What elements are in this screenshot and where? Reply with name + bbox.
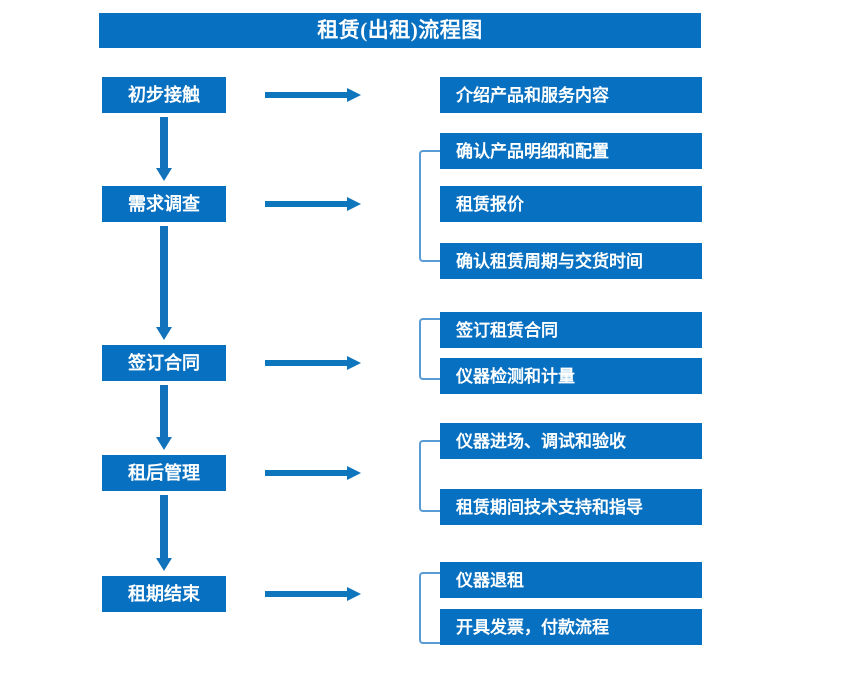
detail-label: 开具发票，付款流程	[456, 617, 609, 637]
stage-label: 租后管理	[128, 463, 200, 483]
detail-box-instrument-return[interactable]: 仪器退租	[440, 562, 702, 598]
group-bracket-rental-end	[419, 572, 440, 644]
stage-box-needs-survey[interactable]: 需求调查	[102, 186, 226, 222]
detail-box-rental-quotation[interactable]: 租赁报价	[440, 186, 702, 222]
detail-label: 仪器退租	[456, 570, 524, 590]
detail-box-introduce-products[interactable]: 介绍产品和服务内容	[440, 77, 702, 113]
detail-box-sign-rental-contract[interactable]: 签订租赁合同	[440, 312, 702, 348]
stage-box-initial-contact[interactable]: 初步接触	[102, 77, 226, 113]
detail-box-confirm-rental-period[interactable]: 确认租赁周期与交货时间	[440, 243, 702, 279]
detail-label: 租赁报价	[456, 194, 524, 214]
right-arrow-icon-3	[265, 356, 361, 370]
stage-box-post-rental-management[interactable]: 租后管理	[102, 455, 226, 491]
detail-label: 确认产品明细和配置	[456, 141, 609, 161]
detail-box-instrument-inspection[interactable]: 仪器检测和计量	[440, 358, 702, 394]
group-bracket-post-rental	[419, 440, 440, 512]
chart-title-text: 租赁(出租)流程图	[317, 18, 483, 42]
right-arrow-icon-4	[265, 466, 361, 480]
right-arrow-icon-5	[265, 587, 361, 601]
detail-label: 介绍产品和服务内容	[456, 85, 609, 105]
detail-box-invoice-payment[interactable]: 开具发票，付款流程	[440, 609, 702, 645]
detail-label: 确认租赁周期与交货时间	[456, 251, 643, 271]
detail-label: 签订租赁合同	[456, 320, 558, 340]
group-bracket-sign-contract	[419, 318, 440, 380]
stage-box-sign-contract[interactable]: 签订合同	[102, 345, 226, 381]
detail-label: 租赁期间技术支持和指导	[456, 497, 643, 517]
right-arrow-icon-1	[265, 88, 361, 102]
group-bracket-needs-survey	[419, 150, 440, 262]
down-arrow-icon-2	[156, 226, 172, 340]
stage-label: 初步接触	[128, 85, 200, 105]
stage-box-rental-end[interactable]: 租期结束	[102, 576, 226, 612]
stage-label: 需求调查	[128, 194, 200, 214]
stage-label: 租期结束	[128, 584, 200, 604]
down-arrow-icon-4	[156, 495, 172, 571]
detail-box-technical-support[interactable]: 租赁期间技术支持和指导	[440, 489, 702, 525]
down-arrow-icon-1	[156, 117, 172, 181]
detail-label: 仪器进场、调试和验收	[456, 431, 626, 451]
detail-label: 仪器检测和计量	[456, 366, 575, 386]
right-arrow-icon-2	[265, 197, 361, 211]
detail-box-confirm-product-spec[interactable]: 确认产品明细和配置	[440, 133, 702, 169]
chart-title-banner: 租赁(出租)流程图	[99, 13, 701, 48]
stage-label: 签订合同	[128, 353, 200, 373]
down-arrow-icon-3	[156, 385, 172, 450]
detail-box-instrument-installation[interactable]: 仪器进场、调试和验收	[440, 423, 702, 459]
